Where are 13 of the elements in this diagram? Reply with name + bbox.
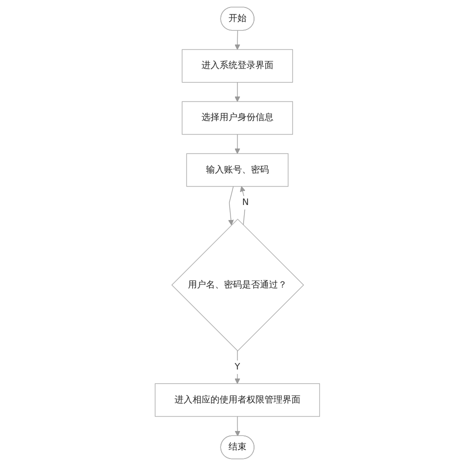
edge-label: N — [242, 197, 248, 208]
node-diamond: 用户名、密码是否通过？ — [171, 218, 304, 352]
arrow — [234, 82, 240, 102]
arrow — [228, 186, 234, 226]
node-box: 选择用户身份信息 — [181, 101, 293, 135]
arrow — [234, 416, 240, 436]
arrow — [234, 30, 240, 50]
arrow — [234, 134, 240, 154]
node-box: 进入相应的使用者权限管理界面 — [154, 383, 320, 417]
arrow — [234, 350, 240, 384]
node-box: 输入账号、密码 — [186, 153, 288, 187]
node-box: 进入系统登录界面 — [181, 49, 293, 83]
edge-label: Y — [234, 362, 240, 372]
